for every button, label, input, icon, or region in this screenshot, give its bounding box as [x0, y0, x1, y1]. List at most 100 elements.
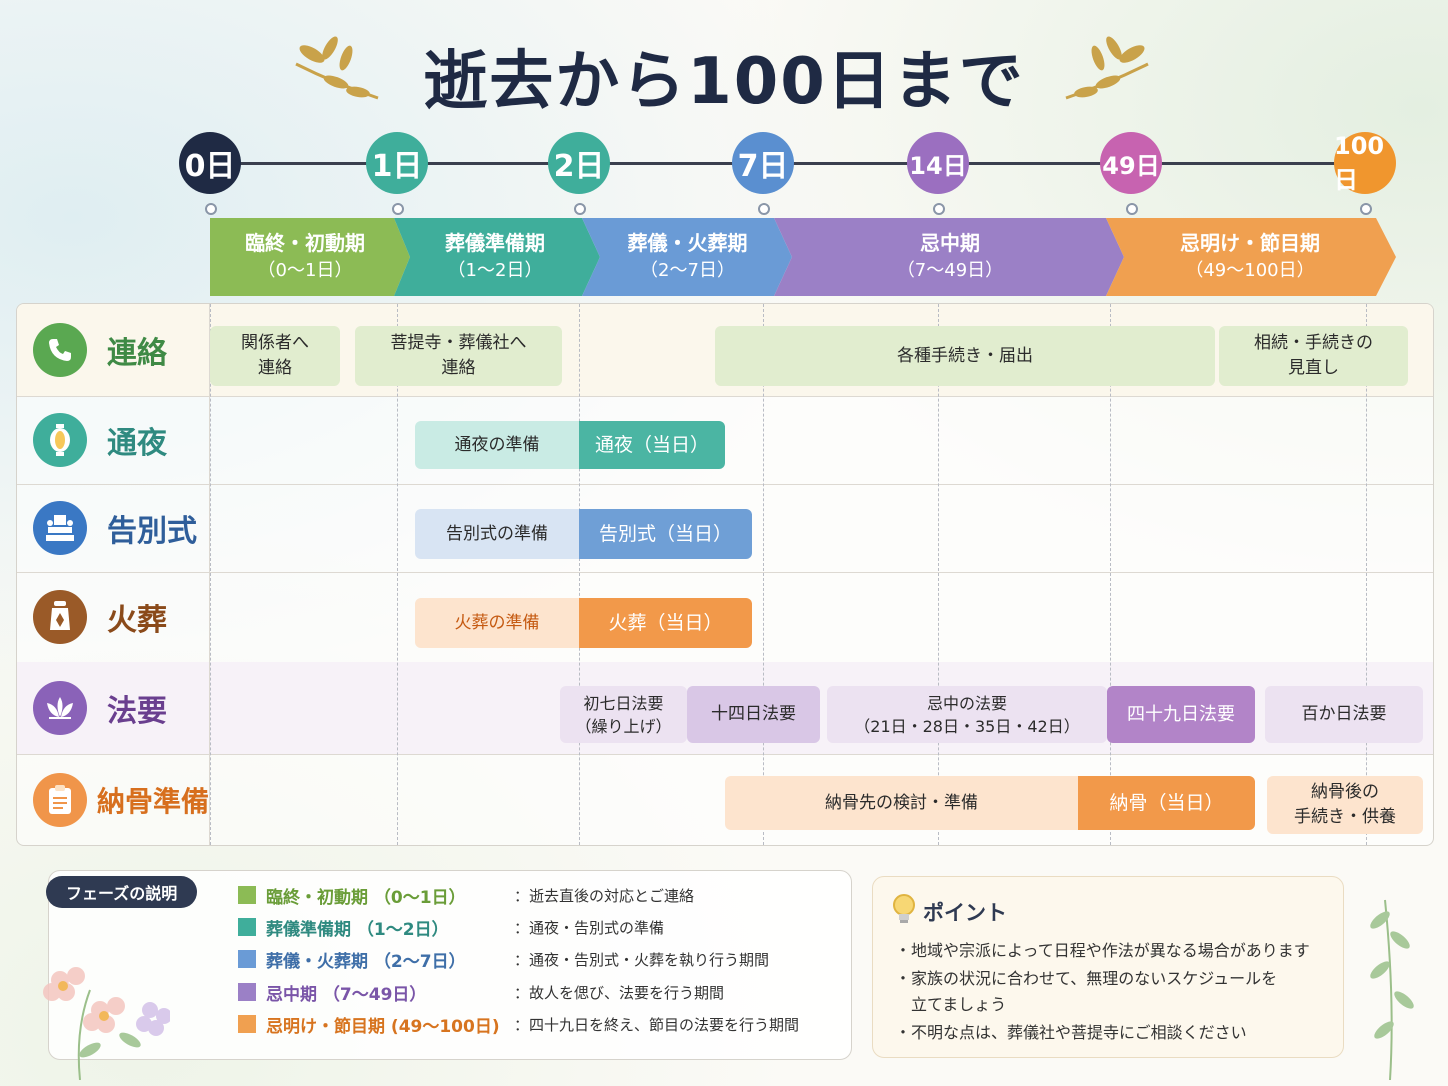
legend-desc: ：通夜・告別式の準備 — [514, 918, 665, 937]
row-title: 納骨準備 — [97, 784, 210, 818]
row-header: 通夜 — [17, 396, 210, 484]
task-label: 十四日法要 — [711, 704, 796, 724]
task-procedures: 各種手続き・届出 — [715, 326, 1215, 386]
task-label: 納骨先の検討・準備 — [825, 792, 978, 813]
task-label: 忌中の法要 （21日・28日・35日・42日） — [854, 693, 1080, 736]
task-label: 相続・手続きの 見直し — [1254, 333, 1373, 378]
task-label: 関係者へ 連絡 — [241, 333, 309, 378]
timeline-day-1: 1日 — [366, 132, 428, 194]
timeline-marker — [574, 203, 586, 215]
task-label: 百か日法要 — [1301, 704, 1387, 724]
legend-swatch — [238, 1015, 256, 1033]
point-line: 立てましょう — [895, 995, 1007, 1014]
row-burial: 納骨準備 — [17, 754, 1433, 845]
legend-item: 葬儀・火葬期 （2〜7日） ：通夜・告別式・火葬を執り行う期間 — [238, 944, 769, 974]
day-gridline — [210, 304, 211, 845]
legend-desc: ：四十九日を終え、節目の法要を行う期間 — [514, 1015, 800, 1034]
task-label: 告別式（当日） — [598, 522, 732, 545]
legend-item: 葬儀準備期 （1〜2日） ：通夜・告別式の準備 — [238, 912, 664, 942]
task-label: 四十九日法要 — [1127, 704, 1235, 725]
legend-swatch — [238, 886, 256, 904]
task-label: 通夜の準備 — [454, 434, 540, 455]
phase-arrows — [210, 218, 1396, 296]
legend-desc: ：故人を偲び、法要を行う期間 — [514, 983, 725, 1002]
timeline-day-100: 100日 — [1334, 132, 1396, 194]
phase-arrow-4 — [774, 218, 1124, 296]
row-header: 告別式 — [17, 484, 210, 572]
urn-icon — [33, 590, 87, 644]
phase-labels: 臨終・初動期（0〜1日） 葬儀準備期（1〜2日） 葬儀・火葬期（2〜7日） 忌中… — [0, 218, 1448, 296]
task-label: 通夜（当日） — [594, 433, 709, 456]
row-header: 納骨準備 — [17, 754, 210, 845]
timeline-day-14: 14日 — [907, 132, 969, 194]
task-label: 告別式の準備 — [446, 523, 548, 544]
point-title: ポイント — [923, 901, 1007, 925]
schedule-grid: 連絡 通夜 告別式 火葬 法要 — [16, 303, 1434, 846]
phase-1: 臨終・初動期（0〜1日） — [245, 231, 365, 281]
day-gridline — [579, 304, 580, 845]
task-label: 菩提寺・葬儀社へ 連絡 — [390, 333, 527, 378]
point-line: ・家族の状況に合わせて、無理のないスケジュールを — [895, 969, 1278, 988]
legend-item: 忌明け・節目期 (49〜100日) ：四十九日を終え、節目の法要を行う期間 — [238, 1009, 799, 1039]
timeline-day-2: 2日 — [548, 132, 610, 194]
row-header: 火葬 — [17, 572, 210, 662]
day-gridline — [1366, 304, 1367, 845]
timeline-marker — [1360, 203, 1372, 215]
timeline-day-7: 7日 — [732, 132, 794, 194]
task-label: 初七日法要 （繰り上げ） — [575, 693, 672, 736]
leaf-decoration-icon — [1370, 899, 1414, 1080]
point-box: ポイント ・地域や宗派によって日程や作法が異なる場合があります ・家族の状況に合… — [872, 876, 1344, 1058]
timeline-day-49: 49日 — [1100, 132, 1162, 194]
task-100th-day: 百か日法要 — [1265, 686, 1423, 743]
task-contact-relatives: 関係者へ 連絡 — [210, 326, 340, 386]
row-header: 連絡 — [17, 304, 210, 396]
timeline-marker — [933, 203, 945, 215]
phase-2: 葬儀準備期（1〜2日） — [445, 231, 545, 281]
laurel-right-icon — [1065, 36, 1149, 100]
task-cremation-day: 火葬（当日） — [579, 598, 752, 648]
phase-arrow-5 — [1106, 218, 1396, 296]
task-cremation-prep: 火葬の準備 — [415, 598, 579, 648]
row-title: 連絡 — [107, 336, 167, 371]
timeline-day-0: 0日 — [179, 132, 241, 194]
phase-5: 忌明け・節目期（49〜100日） — [1180, 231, 1320, 281]
phase-arrow-2 — [394, 218, 600, 296]
task-contact-temple: 菩提寺・葬儀社へ 連絡 — [355, 326, 562, 386]
row-title: 火葬 — [107, 603, 167, 638]
phase-4: 忌中期（7〜49日） — [896, 231, 1004, 281]
legend-swatch — [238, 950, 256, 968]
row-header: 法要 — [17, 662, 210, 754]
clipboard-icon — [33, 772, 87, 827]
task-label: 火葬の準備 — [454, 612, 540, 633]
altar-icon — [33, 501, 87, 555]
task-label: 納骨（当日） — [1109, 791, 1224, 814]
flower-decoration-icon — [43, 967, 170, 1080]
row-title: 法要 — [107, 694, 167, 729]
timeline-marker — [758, 203, 770, 215]
task-mourning-memorials: 忌中の法要 （21日・28日・35日・42日） — [827, 686, 1107, 743]
laurel-left-icon — [295, 36, 379, 100]
legend-name: 葬儀準備期 （1〜2日） — [266, 919, 449, 940]
task-inheritance: 相続・手続きの 見直し — [1219, 326, 1408, 386]
legend-name: 臨終・初動期 （0〜1日） — [266, 887, 466, 908]
day-gridline — [1110, 304, 1111, 845]
task-wake-day: 通夜（当日） — [579, 421, 725, 469]
task-wake-prep: 通夜の準備 — [415, 421, 579, 469]
task-label: 納骨後の 手続き・供養 — [1294, 782, 1396, 827]
lotus-icon — [33, 681, 87, 735]
timeline-marker — [205, 203, 217, 215]
task-burial-day: 納骨（当日） — [1078, 776, 1255, 830]
legend-item: 忌中期 （7〜49日） ：故人を偲び、法要を行う期間 — [238, 977, 724, 1007]
row-wake: 通夜 — [17, 396, 1433, 485]
legend-title: フェーズの説明 — [46, 876, 198, 908]
task-label: 火葬（当日） — [608, 611, 723, 634]
legend-swatch — [238, 918, 256, 936]
legend-name: 葬儀・火葬期 （2〜7日） — [266, 951, 466, 972]
day-gridline — [397, 304, 398, 845]
legend-swatch — [238, 983, 256, 1001]
task-label: 各種手続き・届出 — [897, 345, 1033, 366]
timeline-marker — [392, 203, 404, 215]
task-farewell-day: 告別式（当日） — [579, 509, 752, 559]
task-14th-day: 十四日法要 — [687, 686, 820, 743]
lantern-icon — [33, 413, 87, 467]
